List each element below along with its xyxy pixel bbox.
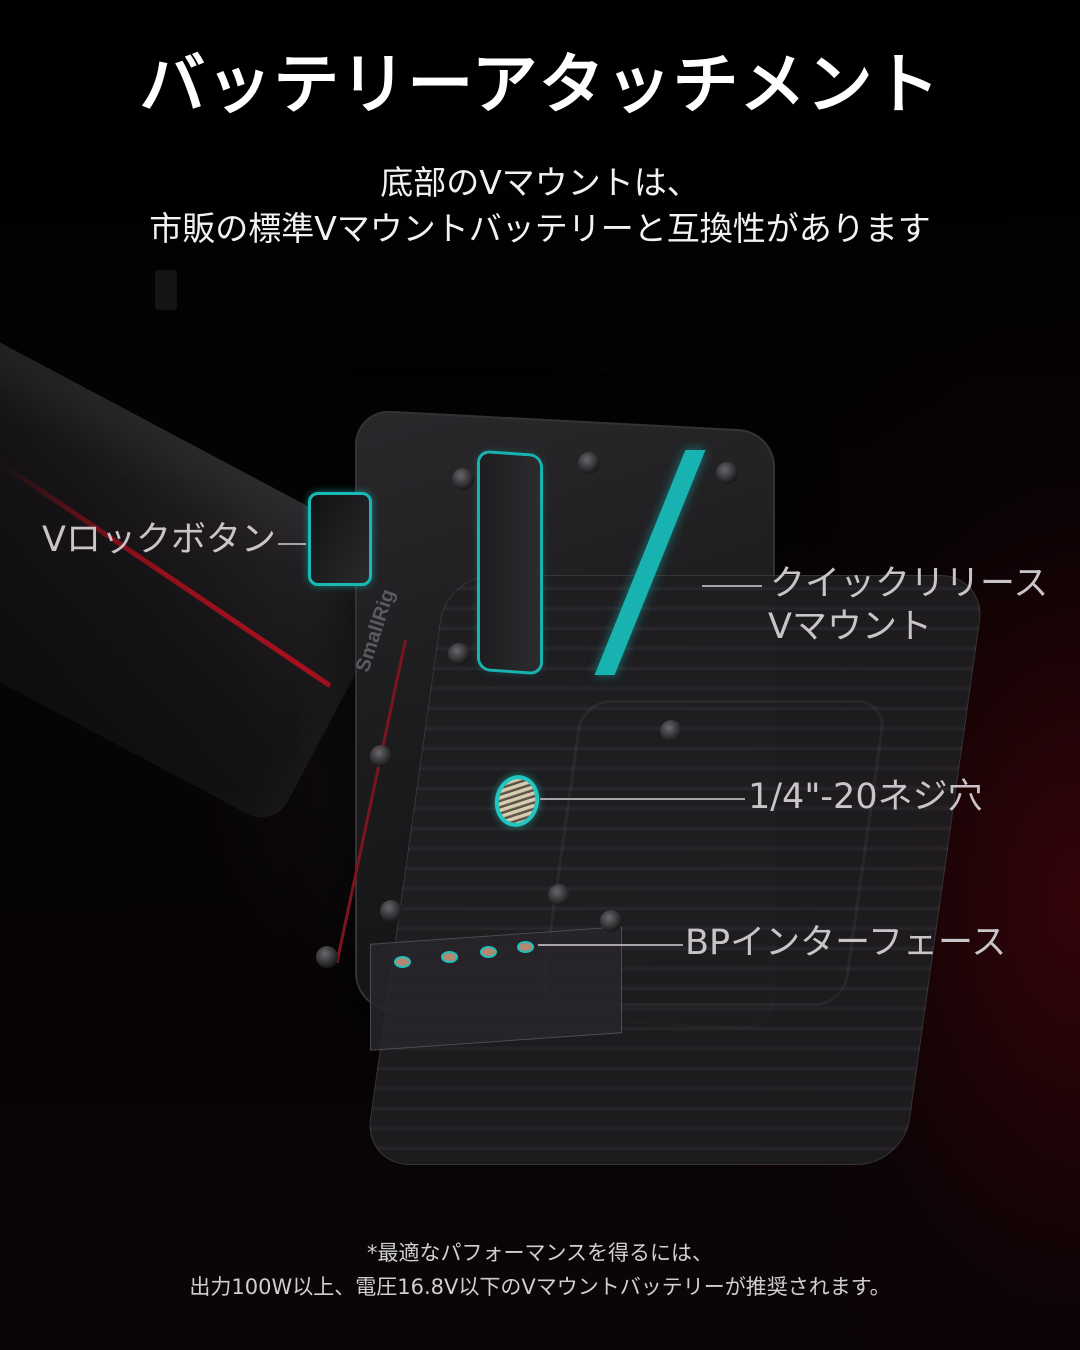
callout-quick-release-line2: Vマウント — [768, 607, 932, 647]
callout-quick-release-line1: クイックリリース — [770, 564, 1049, 604]
subtitle: 底部のVマウントは、 市販の標準Vマウントバッテリーと互換性があります — [0, 160, 1080, 252]
page-title: バッテリーアタッチメント — [139, 46, 941, 123]
subtitle-line-2: 市販の標準Vマウントバッテリーと互換性があります — [149, 209, 931, 248]
subtitle-line-1: 底部のVマウントは、 — [380, 163, 700, 202]
leader-line-quick-release — [702, 585, 762, 587]
callout-thread-hole: 1/4"-20ネジ穴 — [748, 777, 983, 817]
footnote: *最適なパフォーマンスを得るには、 出力100W以上、電圧16.8V以下のVマウ… — [0, 1236, 1080, 1304]
callout-v-lock-button: Vロックボタン — [42, 520, 276, 560]
leader-line-v-lock — [278, 543, 306, 545]
leader-line-bp-interface — [538, 944, 683, 946]
footnote-line-2: 出力100W以上、電圧16.8V以下のVマウントバッテリーが推奨されます。 — [189, 1275, 891, 1299]
callout-bp-interface: BPインターフェース — [685, 923, 1007, 963]
footnote-line-1: *最適なパフォーマンスを得るには、 — [366, 1241, 714, 1265]
leader-line-thread-hole — [540, 798, 745, 800]
